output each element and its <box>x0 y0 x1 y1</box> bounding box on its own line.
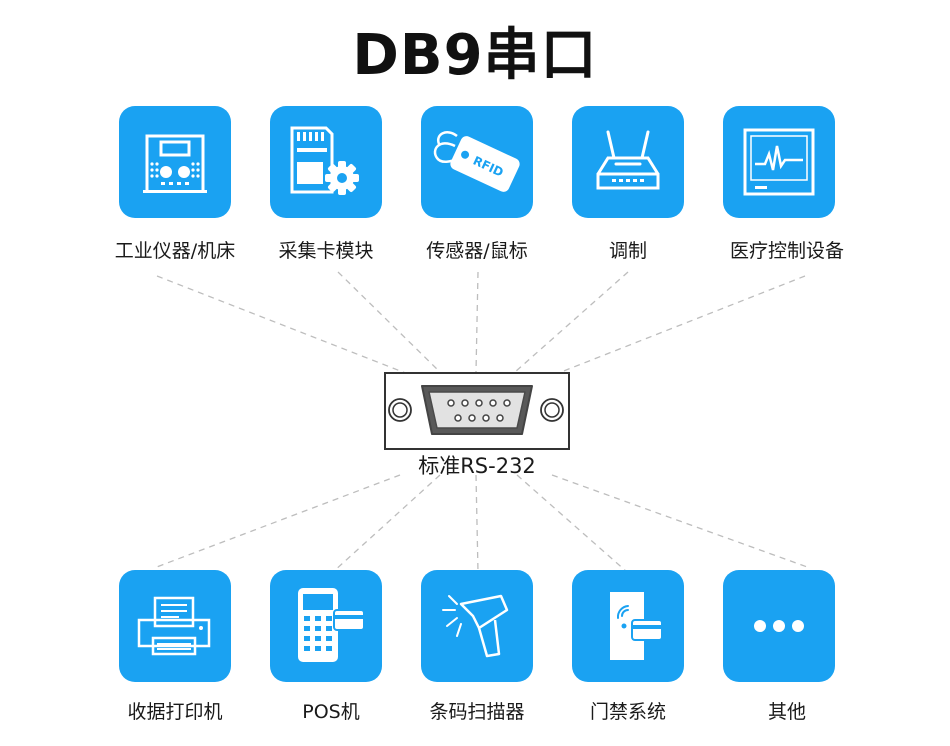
line-bottom-2 <box>332 474 441 573</box>
tile-pos <box>270 570 382 682</box>
db9-connector <box>384 372 570 450</box>
label-acquisition-card: 采集卡模块 <box>278 240 374 262</box>
line-bottom-4 <box>516 474 628 573</box>
db9-pins <box>447 399 511 422</box>
tile-access-control <box>572 570 684 682</box>
label-modem: 调制 <box>608 240 647 262</box>
more-dots-icon <box>754 620 804 632</box>
line-bottom-1 <box>153 474 401 569</box>
tile-sensor-mouse: RFID <box>421 106 533 218</box>
access-control-icon <box>610 592 663 660</box>
tile-modem <box>572 106 684 218</box>
mount-hole-left <box>388 398 412 422</box>
tile-acquisition-card <box>270 106 382 218</box>
diagram-title: DB9串口 <box>352 23 598 88</box>
label-receipt-printer: 收据打印机 <box>127 701 223 723</box>
modem-router-icon <box>596 130 660 190</box>
label-sensor-mouse: 传感器/鼠标 <box>426 240 528 262</box>
barcode-scanner-icon <box>442 594 509 658</box>
label-pos: POS机 <box>302 701 360 723</box>
label-medical-device: 医疗控制设备 <box>729 240 844 262</box>
industrial-instrument-icon <box>143 134 207 193</box>
mount-hole-right <box>540 398 564 422</box>
label-others: 其他 <box>767 701 806 723</box>
tile-industrial-instrument <box>119 106 231 218</box>
tile-receipt-printer <box>119 570 231 682</box>
line-top-2 <box>337 271 441 373</box>
line-top-3 <box>475 271 479 373</box>
line-top-5 <box>555 275 806 375</box>
pos-terminal-icon <box>298 588 365 662</box>
tile-barcode-scanner <box>421 570 533 682</box>
sd-card-gear-icon <box>290 126 359 195</box>
label-access-control: 门禁系统 <box>589 701 666 723</box>
line-bottom-5 <box>551 474 811 569</box>
line-bottom-3 <box>475 474 479 573</box>
medical-monitor-icon <box>743 128 815 196</box>
rfid-tag-icon: RFID <box>433 131 520 192</box>
label-industrial-instrument: 工业仪器/机床 <box>114 240 236 262</box>
line-top-1 <box>156 275 409 375</box>
printer-icon <box>137 596 211 656</box>
label-barcode-scanner: 条码扫描器 <box>429 701 525 723</box>
tile-medical-device <box>723 106 835 218</box>
line-top-4 <box>514 271 629 373</box>
connector-label: 标准RS-232 <box>418 454 536 478</box>
tile-others <box>723 570 835 682</box>
